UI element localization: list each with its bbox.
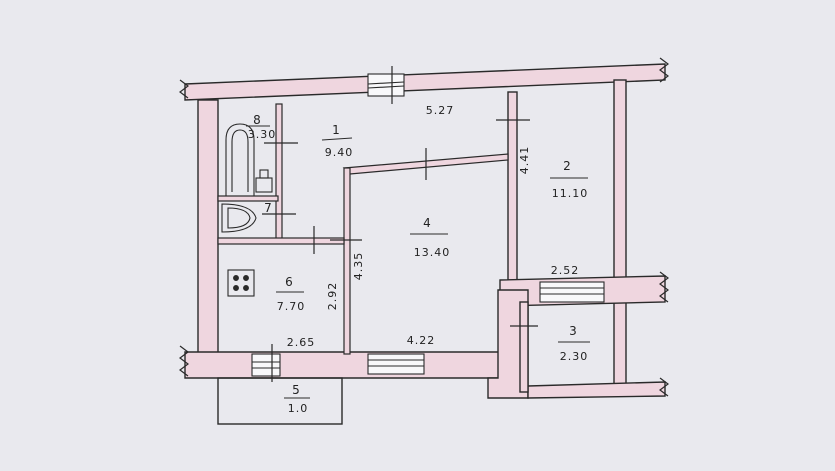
balcony [217,377,343,425]
room3-number: 3 [569,324,577,338]
window-room4 [367,353,425,375]
room5-number: 5 [292,383,300,397]
room6-area: 7.70 [277,300,306,313]
dimension-labels: 5.27 4.41 2.52 4.35 4.22 2.92 2.65 [287,104,580,349]
entrance-block [487,289,529,399]
room4-left-partition [343,167,351,355]
dim-room2-bottom: 2.52 [551,264,580,277]
stove-icon [227,269,255,297]
break-marks [179,57,669,397]
window-room2 [539,281,605,303]
door-ticks [262,66,538,382]
room2-number: 2 [563,159,571,173]
kitchen-top-partition [217,237,345,245]
bath-right-partition [275,103,283,241]
room-labels: 1 9.40 2 11.10 3 2.30 4 13.40 5 1.0 6 7.… [246,113,590,415]
dim-room4-side: 4.35 [352,252,365,281]
bath-wc-partition [217,195,279,202]
room3-left-wall [519,301,529,393]
room6-number: 6 [285,275,293,289]
room5-area: 1.0 [288,402,309,415]
room3-bottom-wall [527,381,666,399]
toilet-icon [255,169,273,193]
dim-room2-side: 4.41 [518,146,531,175]
top-wall [184,63,666,101]
dim-top-wall: 5.27 [426,104,455,117]
room8-area: 3.30 [248,128,277,141]
left-wall [197,99,219,363]
window-kitchen [251,353,281,377]
room1-area: 9.40 [325,146,354,159]
dim-room6-bottom: 2.65 [287,336,316,349]
bathtub-icon [225,123,255,196]
windows [251,73,605,377]
room7-number: 7 [264,201,272,215]
room8-number: 8 [253,113,261,127]
window-room1 [367,73,405,97]
room3-area: 2.30 [560,350,589,363]
room4-number: 4 [423,216,431,230]
dim-room6-side: 2.92 [326,282,339,311]
room2-area: 11.10 [552,187,589,200]
sink-icon [221,203,257,233]
bottom-wall-left [184,351,501,379]
dim-room4-bottom: 4.22 [407,334,436,347]
room2-left-wall [507,91,518,289]
room2-right-wall [613,79,627,391]
room1-number: 1 [332,123,340,137]
partitions [217,103,509,355]
room4-area: 13.40 [414,246,451,259]
